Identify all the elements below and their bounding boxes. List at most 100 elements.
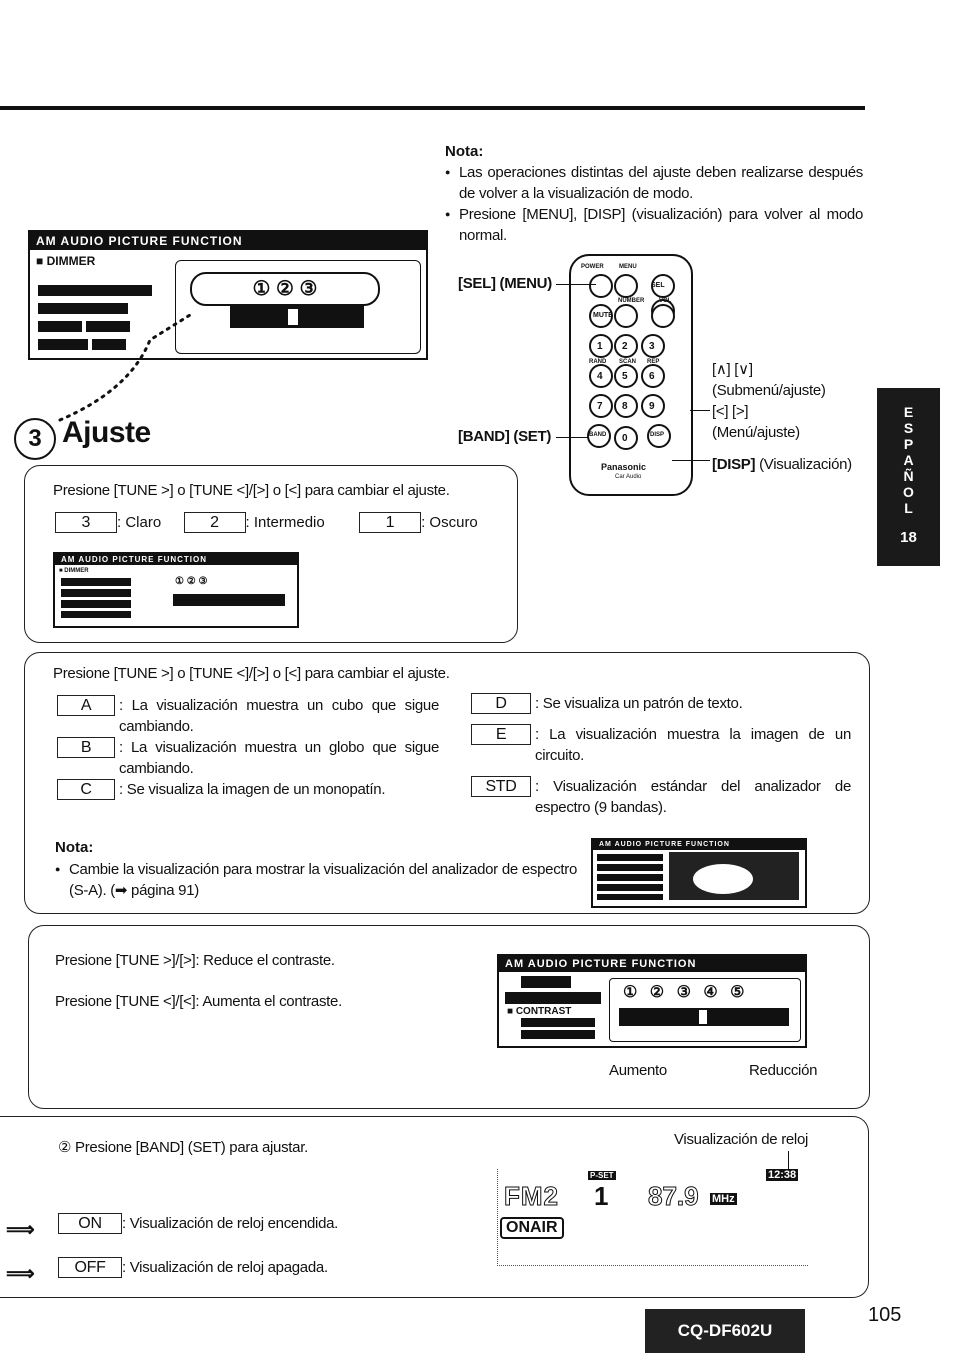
mute-key-label: MUTE xyxy=(593,312,613,319)
disp-key: [DISP] xyxy=(712,456,756,473)
lcd-menu-items xyxy=(597,854,663,900)
lcd-menu-bar: AM AUDIO PICTURE FUNCTION xyxy=(593,840,805,850)
option-tag: E xyxy=(471,724,531,745)
key-7: 7 xyxy=(597,401,603,412)
top-rule xyxy=(0,106,865,110)
pattern-nota-list: Cambie la visualización para mostrar la … xyxy=(55,859,577,901)
option-tag: OFF xyxy=(58,1257,122,1278)
lcd-pattern-preview xyxy=(669,852,799,900)
nota-1: Nota: Las operaciones distintas del ajus… xyxy=(445,143,863,246)
option-row: B : La visualización muestra un globo qu… xyxy=(57,737,439,779)
remote-row-label: RAND xyxy=(589,359,607,365)
option-tag: 2 xyxy=(183,512,246,533)
lcd-dimmer-label: ■ DIMMER xyxy=(59,568,89,574)
aumento-label: Aumento xyxy=(609,1062,667,1079)
left-right-label: [<] [>] xyxy=(712,403,749,420)
lcd-dimmer-label: ■ DIMMER xyxy=(36,254,96,268)
band-key-label: BAND xyxy=(589,432,607,438)
option-desc: : La visualización muestra un cubo que s… xyxy=(119,697,439,735)
key-2: 2 xyxy=(622,341,628,352)
side-tab-letter: P xyxy=(903,436,914,452)
reduccion-label: Reducción xyxy=(749,1062,818,1079)
display-unit: MHz xyxy=(710,1193,737,1205)
lcd-menu-items xyxy=(521,1018,595,1040)
nota-item: Presione [MENU], [DISP] (visualización) … xyxy=(445,204,863,246)
option-row: C : Se visualiza la imagen de un monopat… xyxy=(57,779,439,800)
nota-title: Nota: xyxy=(445,143,484,160)
up-down-label: [∧] [∨] xyxy=(712,361,753,378)
display-clock: 12:38 xyxy=(766,1169,799,1181)
up-down-desc: (Submenú/ajuste) xyxy=(712,382,826,399)
lcd-contrast-label: ■ CONTRAST xyxy=(507,1006,572,1017)
key-4: 4 xyxy=(597,371,603,382)
option-desc: : Se visualiza un patrón de texto. xyxy=(535,695,743,712)
key-3: 3 xyxy=(649,341,655,352)
callout-line xyxy=(672,460,710,461)
remote-row-label: SCAN xyxy=(619,359,637,365)
side-tab-letter: Ñ xyxy=(903,468,914,484)
option-desc: : Se visualiza la imagen de un monopatín… xyxy=(119,781,386,798)
option-desc: : La visualización muestra la imagen de … xyxy=(535,726,851,764)
lcd-menu-bar: AM AUDIO PICTURE FUNCTION xyxy=(55,554,297,565)
option-tag: ON xyxy=(58,1213,122,1234)
lcd-menu-items xyxy=(61,578,131,618)
side-tab-letter: L xyxy=(904,500,913,516)
contrast-box: Presione [TUNE >]/[>]: Reduce el contras… xyxy=(28,925,870,1109)
clock-off-row: OFF: Visualización de reloj apagada. xyxy=(58,1257,328,1278)
option-row: E : La visualización muestra la imagen d… xyxy=(471,724,851,766)
callout-line xyxy=(690,410,710,411)
nota-item: Cambie la visualización para mostrar la … xyxy=(55,859,577,901)
key-1: 1 xyxy=(597,341,603,352)
pattern-left-options: A : La visualización muestra un cubo que… xyxy=(57,695,439,800)
lcd-level-bar xyxy=(619,1008,789,1026)
side-tab-letters: E S P A Ñ O L xyxy=(877,388,940,516)
key-8: 8 xyxy=(622,401,628,412)
lcd-value-panel xyxy=(609,978,801,1042)
arrow-icon: ⟹ xyxy=(6,1219,35,1241)
remote-brand-sub: Car Audio xyxy=(615,474,642,480)
disp-key-label: DISP xyxy=(650,432,665,438)
clock-callout: Visualización de reloj xyxy=(674,1131,809,1148)
display-onair: ONAIR xyxy=(500,1217,564,1239)
callout-line xyxy=(556,437,588,438)
lcd-dimmer-screen: AM AUDIO PICTURE FUNCTION ■ DIMMER ① ② ③ xyxy=(28,230,428,360)
remote-mid-label: VOL xyxy=(659,298,672,304)
contrast-line-1: Presione [TUNE >]/[>]: Reduce el contras… xyxy=(55,952,335,969)
nota-list: Las operaciones distintas del ajuste deb… xyxy=(445,162,863,246)
band-set-label: [BAND] (SET) xyxy=(458,428,552,445)
step-number-icon: 3 xyxy=(14,418,56,460)
dimmer-options: 3: Claro 2: Intermedio 1: Oscuro xyxy=(55,512,478,533)
option-tag: 3 xyxy=(55,512,117,533)
remote-row-label: REP xyxy=(647,359,660,365)
model-label: CQ-DF602U xyxy=(645,1309,805,1353)
option-row: D : Se visualiza un patrón de texto. xyxy=(471,693,851,714)
lcd-menu-bar: AM AUDIO PICTURE FUNCTION xyxy=(499,956,805,972)
option-tag: 1 xyxy=(359,512,422,533)
option-desc: : Visualización estándar del analizador … xyxy=(535,778,851,816)
option-row: STD : Visualización estándar del analiza… xyxy=(471,776,851,818)
ajuste-heading: Ajuste xyxy=(62,416,151,449)
option-tag: C xyxy=(57,779,115,800)
nota-item: Las operaciones distintas del ajuste deb… xyxy=(445,162,863,204)
display-pset: P-SET xyxy=(588,1171,616,1180)
display-preset: 1 xyxy=(594,1181,609,1211)
lcd-pattern-small: AM AUDIO PICTURE FUNCTION xyxy=(591,838,807,908)
sel-key-label: SEL xyxy=(651,282,665,289)
clock-on-row: ON: Visualización de reloj encendida. xyxy=(58,1213,338,1234)
option-desc: : Visualización de reloj encendida. xyxy=(122,1215,339,1232)
key-6: 6 xyxy=(649,371,655,382)
remote-control: POWER MENU SEL NUMBER VOL MUTE 1 2 3 RAN… xyxy=(569,254,693,496)
sel-menu-label: [SEL] (MENU) xyxy=(458,275,552,292)
lcd-contrast-scale: ① ② ③ ④ ⑤ xyxy=(623,984,749,1001)
lcd-menu-item xyxy=(505,992,601,1004)
callout-line xyxy=(788,1151,789,1177)
left-right-desc: (Menú/ajuste) xyxy=(712,424,800,441)
side-tab-letter: S xyxy=(903,420,914,436)
dimmer-box: Presione [TUNE >] o [TUNE <]/[>] o [<] p… xyxy=(24,465,518,643)
callout-line xyxy=(556,284,596,285)
option-desc: : Claro xyxy=(117,514,162,531)
option-tag: B xyxy=(57,737,115,758)
remote-top-label: POWER xyxy=(581,264,604,270)
disp-label: [DISP] (Visualización) xyxy=(712,454,852,475)
contrast-line-2: Presione [TUNE <]/[<]: Aumenta el contra… xyxy=(55,993,342,1010)
